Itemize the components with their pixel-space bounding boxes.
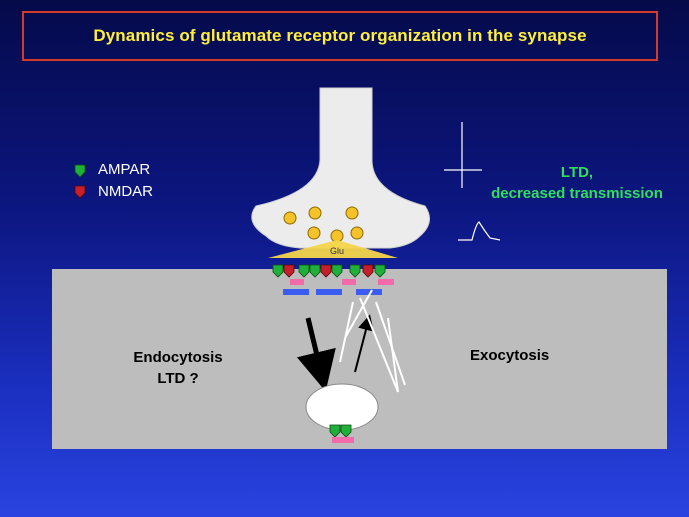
legend-label-ampar: AMPAR: [98, 160, 151, 178]
receptor-legend: AMPAR NMDAR: [72, 158, 153, 202]
endocytosis-text: Endocytosis: [133, 349, 223, 366]
title-box: Dynamics of glutamate receptor organizat…: [22, 11, 658, 61]
legend-row-nmdar: NMDAR: [72, 180, 153, 202]
nmdar-receptor: [320, 264, 332, 278]
slide-title: Dynamics of glutamate receptor organizat…: [93, 26, 587, 45]
scaffold-blue: [356, 289, 382, 295]
exocytosis-arrow: [354, 314, 374, 373]
diffusion-tracks: [339, 289, 406, 393]
postsynaptic-density: [283, 279, 394, 295]
ampar-receptor: [331, 264, 343, 278]
ltd-question-text: LTD ?: [157, 370, 199, 387]
scaffold-pink: [378, 279, 394, 285]
recording-inset: [444, 122, 501, 241]
ampar-receptor: [298, 264, 310, 278]
glutamate-release-cone: [268, 240, 398, 258]
glutamate-label: Glu: [330, 246, 344, 256]
epsc-trace: [458, 221, 501, 241]
vesicle: [308, 206, 322, 220]
legend-label-nmdar: NMDAR: [98, 182, 153, 200]
vesicle: [350, 226, 364, 240]
scaffold-pink: [342, 279, 356, 285]
ampar-receptor: [349, 264, 361, 278]
ampar-receptor: [374, 264, 386, 278]
ampar-receptor: [272, 264, 284, 278]
nmdar-legend-icon: [74, 185, 86, 199]
ltd-line-1: LTD,: [560, 164, 594, 181]
synaptic-vesicles: [283, 206, 364, 243]
nmdar-receptor: [283, 264, 295, 278]
endosome-receptors: [329, 424, 354, 443]
ampar-legend-icon: [74, 164, 86, 178]
endocytosis-arrow: [296, 317, 336, 392]
legend-row-ampar: AMPAR: [72, 158, 153, 180]
synaptic-receptor-cluster: [272, 264, 386, 278]
vesicle: [345, 206, 359, 220]
scaffold-blue: [283, 289, 309, 295]
scaffold-pink: [290, 279, 304, 285]
endocytosis-label: Endocytosis LTD ?: [108, 347, 248, 389]
scaffold-blue: [316, 289, 342, 295]
scaffold-pink: [332, 437, 354, 443]
exocytosis-label: Exocytosis: [470, 347, 550, 364]
ampar-receptor: [329, 424, 341, 438]
ampar-receptor: [309, 264, 321, 278]
presynaptic-terminal: [251, 87, 430, 249]
vesicle: [307, 226, 321, 240]
nmdar-receptor: [362, 264, 374, 278]
vesicle: [283, 211, 297, 225]
endosome: [305, 383, 379, 431]
ampar-receptor: [340, 424, 352, 438]
ltd-result: LTD, decreased transmission: [470, 162, 684, 204]
ltd-line-2: decreased transmission: [491, 185, 663, 202]
